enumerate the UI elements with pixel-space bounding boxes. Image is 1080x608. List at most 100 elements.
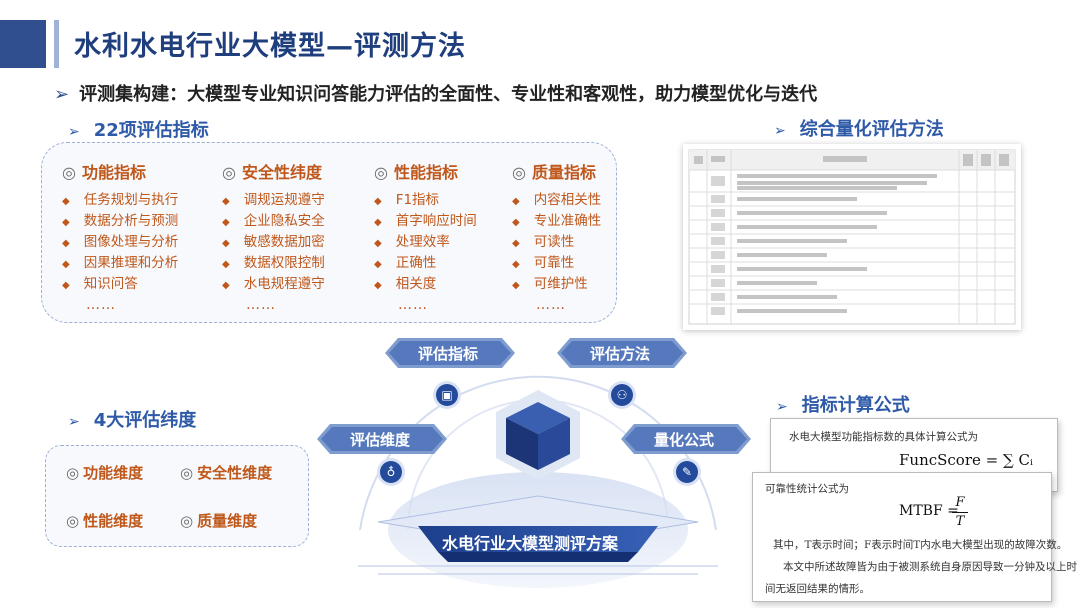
table-thumbnail-graphic xyxy=(688,149,1016,325)
diamond-bullet-icon: ◆ xyxy=(222,238,230,249)
formula-card-text: 可靠性统计公式为 xyxy=(765,483,849,495)
ring-icon: ◎ xyxy=(62,163,76,182)
category-function: ◎ 功能指标 ◆任务规划与执行 ◆ 数据分析与预测 ◆图像处理与分析 ◆ 因果推理和分… xyxy=(62,159,217,313)
ring-icon: ◎ xyxy=(222,163,236,182)
list-item-text: 水电规程遵守 xyxy=(243,276,325,292)
ring-icon: ◎ xyxy=(512,163,526,182)
formula-note: 其中，T表示时间；F表示时间T内水电大模型出现的故障次数。 xyxy=(773,539,1068,551)
dimension-item-text: 功能维度 xyxy=(83,464,144,482)
page-subtitle: ➢ 评测集构建：大模型专业知识问答能力评估的全面性、专业性和客观性，助力模型优化与… xyxy=(54,80,817,106)
diamond-bullet-icon: ◆ xyxy=(512,217,520,228)
badge-methods-label: 评估方法 xyxy=(590,345,651,363)
ellipsis: …… xyxy=(86,297,116,313)
list-item-text: 可维护性 xyxy=(533,276,588,292)
list-item-text: 可读性 xyxy=(533,234,575,250)
category-title-text: 性能指标 xyxy=(393,163,458,182)
category-title: ◎ 功能指标 xyxy=(62,159,217,183)
list-item: ◆ 相关度 xyxy=(374,274,529,295)
list-item: ◆ 数据权限控制 xyxy=(222,253,377,274)
category-title-text: 安全性纬度 xyxy=(241,163,322,182)
diamond-bullet-icon: ◆ xyxy=(512,238,520,249)
badge-indicators-label: 评估指标 xyxy=(418,345,479,363)
dimension-item: ◎安全性维度 xyxy=(180,462,272,483)
formula-icon: ✎ xyxy=(676,461,698,483)
list-item-text: 内容相关性 xyxy=(533,192,602,208)
formula-heading: ➢指标计算公式 xyxy=(776,391,910,417)
diamond-bullet-icon: ◆ xyxy=(374,196,382,207)
list-item: ◆任务规划与执行 xyxy=(62,190,217,211)
badge-formulas xyxy=(621,424,751,454)
mtbf-numerator: F xyxy=(955,495,965,510)
badge-methods xyxy=(557,338,687,368)
bullet-arrow-icon: ➢ xyxy=(774,123,786,139)
list-item: ◆内容相关性 xyxy=(512,190,612,211)
diamond-bullet-icon: ◆ xyxy=(62,217,70,228)
method-icon: ⚇ xyxy=(611,384,633,406)
list-item-text: 数据权限控制 xyxy=(243,255,325,271)
fraction-bar xyxy=(952,512,968,513)
ring-icon: ◎ xyxy=(66,464,80,482)
bullet-arrow-icon: ➢ xyxy=(776,399,788,415)
list-item-text: 可靠性 xyxy=(533,255,575,271)
ellipsis: …… xyxy=(246,297,276,313)
list-item-text: 知识问答 xyxy=(83,276,138,292)
list-item-text: 相关度 xyxy=(395,276,437,292)
list-item-text: 数据分析与预测 xyxy=(83,213,179,229)
title-accent-block xyxy=(0,20,46,68)
diamond-bullet-icon: ◆ xyxy=(62,259,70,270)
category-title-text: 功能指标 xyxy=(81,163,146,182)
list-item-text: 敏感数据加密 xyxy=(243,234,325,250)
evaluation-table-thumbnail xyxy=(683,144,1021,330)
badge-dimensions xyxy=(317,424,447,454)
list-item: ◆ 敏感数据加密 xyxy=(222,232,377,253)
dimensions-heading-text: 4大评估纬度 xyxy=(93,410,197,431)
methods-heading: ➢综合量化评估方法 xyxy=(774,115,944,141)
ellipsis: …… xyxy=(536,297,566,313)
diamond-bullet-icon: ◆ xyxy=(512,280,520,291)
dimensions-box: ◎功能维度 ◎安全性维度 ◎性能维度 ◎质量维度 xyxy=(45,445,309,547)
dimension-icon: ♁ xyxy=(380,461,402,483)
dimension-item: ◎性能维度 xyxy=(66,510,143,531)
diamond-bullet-icon: ◆ xyxy=(374,217,382,228)
list-item: ◆专业准确性 xyxy=(512,211,612,232)
list-item-text: 处理效率 xyxy=(395,234,450,250)
list-item: ◆ 可靠性 xyxy=(512,253,612,274)
formula-card-text: 水电大模型功能指标数的具体计算公式为 xyxy=(789,431,978,443)
category-title: ◎ 安全性纬度 xyxy=(222,159,377,183)
title-plate-edge xyxy=(438,552,638,562)
formula-note: 本文中所述故障皆为由于被测系统自身原因导致一分钟及以上时 xyxy=(783,561,1077,573)
bullet-arrow-icon: ➢ xyxy=(68,414,80,430)
dimension-item-text: 质量维度 xyxy=(197,512,258,530)
ellipsis: …… xyxy=(398,297,428,313)
list-item-text: 正确性 xyxy=(395,255,437,271)
category-quality: ◎质量指标 ◆内容相关性 ◆专业准确性 ◆可读性 ◆可靠性 ◆可维护性 …… xyxy=(512,159,612,313)
title-accent-line xyxy=(54,20,59,68)
diamond-bullet-icon: ◆ xyxy=(62,280,70,291)
list-item: ◆ 处理效率 xyxy=(374,232,529,253)
list-item: ◆首字响应时间 xyxy=(374,211,529,232)
diamond-bullet-icon: ◆ xyxy=(374,238,382,249)
dimension-item-text: 性能维度 xyxy=(83,512,144,530)
list-item: ◆图像处理与分析 xyxy=(62,232,217,253)
diamond-bullet-icon: ◆ xyxy=(374,280,382,291)
list-item-text: 因果推理和分析 xyxy=(83,255,179,271)
diamond-bullet-icon: ◆ xyxy=(512,259,520,270)
bullet-arrow-icon: ➢ xyxy=(68,124,80,140)
indicators-heading-text: 22项评估指标 xyxy=(93,120,209,141)
list-item: ◆ 可读性 xyxy=(512,232,612,253)
indicator-icon: ▣ xyxy=(436,384,458,406)
list-item: ◆ 正确性 xyxy=(374,253,529,274)
dimension-item: ◎质量维度 xyxy=(180,510,257,531)
subtitle-text: 评测集构建：大模型专业知识问答能力评估的全面性、专业性和客观性，助力模型优化与迭… xyxy=(79,84,818,105)
dimension-item-text: 安全性维度 xyxy=(197,464,273,482)
mtbf-formula-left: MTBF = xyxy=(899,503,959,519)
list-item: ◆ 可维护性 xyxy=(512,274,612,295)
formula-card-reliability: 可靠性统计公式为 MTBF = F T 其中，T表示时间；F表示时间T内水电大模… xyxy=(752,472,1077,602)
list-item: ◆水电规程遵守 xyxy=(222,274,377,295)
ring-icon: ◎ xyxy=(180,464,194,482)
list-item: ◆ 知识问答 xyxy=(62,274,217,295)
center-diagram xyxy=(358,375,718,588)
outer-arc xyxy=(359,375,717,531)
bullet-arrow-icon: ➢ xyxy=(54,84,70,105)
diamond-bullet-icon: ◆ xyxy=(222,259,230,270)
